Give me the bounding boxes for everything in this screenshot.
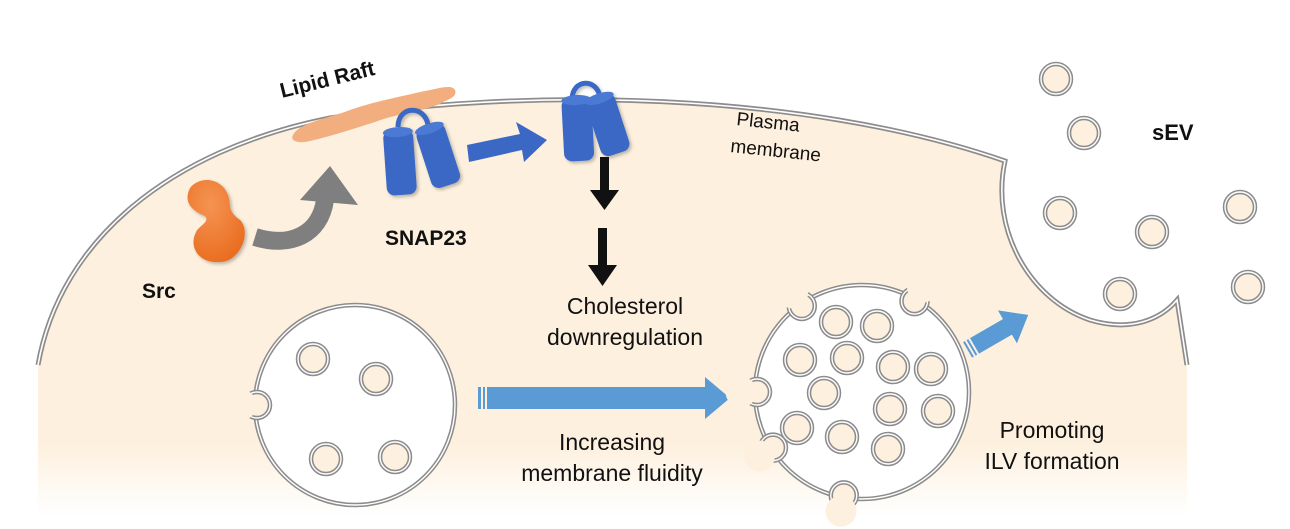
plasma-membrane: [35, 97, 1190, 366]
small-extracellular-vesicle: [1102, 276, 1138, 312]
down-arrow-icon: [588, 228, 617, 286]
intraluminal-vesicle: [779, 410, 815, 446]
ilv-label-line2: ILV formation: [984, 448, 1119, 474]
translocation-arrow-icon: [467, 122, 547, 162]
budding-ilv: [899, 271, 938, 317]
src-kinase-icon: [187, 179, 245, 263]
small-extracellular-vesicle: [1042, 195, 1078, 231]
intraluminal-vesicle: [806, 375, 842, 411]
intraluminal-vesicle: [818, 304, 854, 340]
budding-ilv: [777, 277, 818, 322]
fluidity-label-line2: membrane fluidity: [521, 460, 703, 486]
sev-label: sEV: [1152, 120, 1194, 145]
intraluminal-vesicle: [913, 351, 949, 387]
intraluminal-vesicle: [875, 349, 911, 385]
cholesterol-label-line1: Cholesterol: [567, 293, 683, 319]
budding-ilv: [743, 432, 789, 472]
mvb-few-ilv: [225, 302, 458, 508]
src-label: Src: [142, 280, 176, 303]
small-extracellular-vesicle: [1222, 189, 1258, 225]
budding-ilv: [825, 480, 860, 527]
activation-arrow-icon: [252, 166, 358, 250]
snap23-label: SNAP23: [385, 227, 467, 250]
small-extracellular-vesicle: [1134, 214, 1170, 250]
intraluminal-vesicle: [859, 308, 895, 344]
small-extracellular-vesicle: [1230, 269, 1266, 305]
intraluminal-vesicle: [872, 391, 908, 427]
small-extracellular-vesicle: [1038, 61, 1074, 97]
mvb-membrane: [252, 302, 458, 508]
down-arrow-icon: [590, 157, 619, 210]
intraluminal-vesicle: [824, 419, 860, 455]
budding-ilv: [225, 389, 273, 421]
mvb-many-ilv: [725, 271, 972, 527]
intraluminal-vesicle: [782, 342, 818, 378]
cholesterol-label-line2: downregulation: [547, 324, 703, 350]
budding-ilv: [725, 376, 773, 408]
lipid-raft-label: Lipid Raft: [278, 57, 378, 103]
fluidity-label-line1: Increasing: [559, 429, 665, 455]
sev-vesicles: [1038, 61, 1266, 312]
secretion-arrow-icon: [963, 310, 1029, 358]
fluidity-arrow-icon: [478, 377, 730, 419]
intraluminal-vesicle: [829, 340, 865, 376]
snap23-dissociated-icon: [561, 80, 630, 162]
lipid-raft: [292, 86, 456, 143]
mvb-membrane: [752, 282, 972, 502]
ilv-label-line1: Promoting: [1000, 417, 1105, 443]
intraluminal-vesicle: [295, 341, 331, 377]
intraluminal-vesicle: [358, 361, 394, 397]
intraluminal-vesicle: [308, 441, 344, 477]
snap23-protein-icon: [382, 107, 461, 196]
small-extracellular-vesicle: [1066, 115, 1102, 151]
intraluminal-vesicle: [920, 393, 956, 429]
intraluminal-vesicle: [377, 439, 413, 475]
intraluminal-vesicle: [870, 431, 906, 467]
